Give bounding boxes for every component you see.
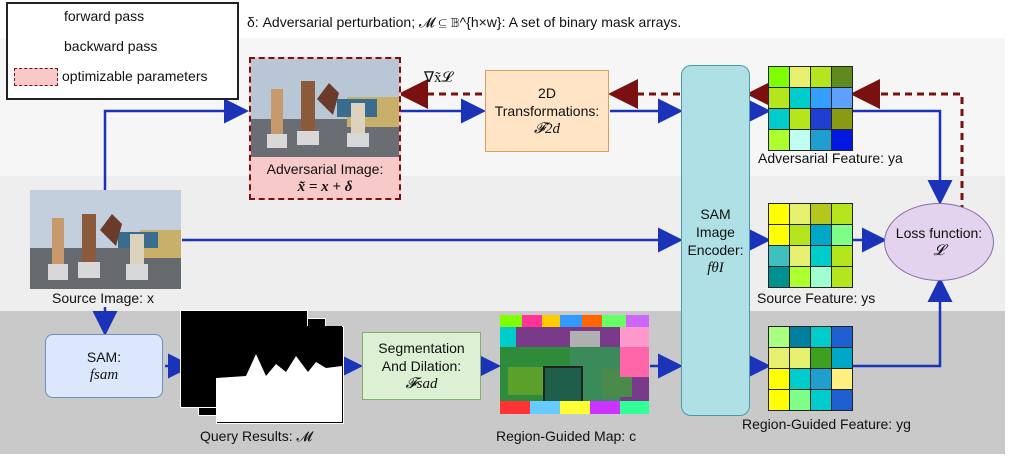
feature-cell: [832, 225, 852, 245]
feature-cell: [811, 369, 831, 389]
transformations-line1: 2D: [538, 85, 556, 101]
feature-cell: [769, 267, 789, 287]
feature-cell: [832, 67, 852, 87]
feature-cell: [832, 204, 852, 224]
header-note: δ: Adversarial perturbation; 𝓜 ⊆ 𝔹^{h×w}…: [247, 14, 682, 30]
feature-cell: [790, 327, 810, 347]
feature-cell: [790, 369, 810, 389]
adversarial-photo-art: [251, 59, 399, 157]
feature-cell: [769, 390, 789, 410]
legend-backward-label: backward pass: [64, 38, 158, 54]
segmentation-box: Segmentation And Dilation: 𝓕sad: [362, 332, 481, 400]
region-map-art: [500, 315, 649, 414]
feature-cell: [811, 267, 831, 287]
feature-cell: [811, 130, 831, 150]
adversarial-feature-grid: [768, 66, 853, 151]
encoder-symbol: fθI: [707, 259, 724, 276]
query-results-label: Query Results: 𝓜: [200, 428, 313, 444]
gradient-label: ∇x̃𝓛: [424, 70, 453, 86]
feature-cell: [832, 88, 852, 108]
feature-cell: [769, 348, 789, 368]
feature-cell: [790, 246, 810, 266]
feature-cell: [832, 130, 852, 150]
feature-cell: [811, 327, 831, 347]
feature-cell: [811, 225, 831, 245]
feature-cell: [769, 327, 789, 347]
feature-cell: [769, 130, 789, 150]
feature-cell: [790, 204, 810, 224]
legend-optimizable-label: optimizable parameters: [62, 68, 208, 84]
encoder-line3: Encoder:: [687, 241, 744, 258]
adversarial-feature-label: Adversarial Feature: ya: [758, 150, 903, 166]
region-guided-feature-grid: [768, 326, 853, 411]
feature-cell: [832, 390, 852, 410]
feature-cell: [811, 204, 831, 224]
segmentation-line1: Segmentation: [378, 340, 465, 356]
arrow-adv-feature-to-loss: [853, 109, 953, 205]
feature-cell: [769, 109, 789, 129]
region-guided-map-label: Region-Guided Map: c: [496, 428, 637, 444]
feature-cell: [790, 267, 810, 287]
transformations-box: 2D Transformations: 𝓕2d: [485, 70, 609, 152]
adversarial-image-formula: x̃ = x + δ: [297, 179, 353, 195]
feature-cell: [832, 246, 852, 266]
adversarial-image-caption: Adversarial Image: x̃ = x + δ: [251, 158, 399, 198]
arrow-source-to-adv: [103, 98, 249, 190]
source-image-label: Source Image: x: [52, 290, 154, 306]
segmentation-line2: And Dilation:: [381, 358, 462, 374]
feature-cell: [790, 109, 810, 129]
query-mask-foreground: [216, 326, 342, 422]
arrow-rg-feature-to-loss: [853, 277, 953, 368]
sam-image-encoder: SAM Image Encoder: fθI: [681, 65, 750, 416]
feature-cell: [769, 204, 789, 224]
adversarial-image: [251, 59, 399, 157]
adversarial-image-title: Adversarial Image:: [266, 161, 384, 177]
feature-cell: [769, 225, 789, 245]
feature-cell: [811, 67, 831, 87]
transformations-symbol: 𝓕2d: [533, 121, 561, 137]
loss-function-title: Loss function:: [895, 225, 983, 241]
source-image: [30, 190, 181, 289]
feature-cell: [769, 67, 789, 87]
feature-cell: [811, 348, 831, 368]
feature-cell: [769, 246, 789, 266]
legend-optimizable-swatch: [14, 68, 58, 86]
transformations-line2: Transformations:: [494, 103, 600, 119]
feature-cell: [811, 246, 831, 266]
feature-cell: [832, 348, 852, 368]
loss-function-ellipse: Loss function: 𝓛: [884, 203, 994, 281]
region-guided-map: [500, 315, 649, 414]
sam-box-symbol: fsam: [89, 367, 119, 383]
feature-cell: [790, 348, 810, 368]
feature-cell: [790, 67, 810, 87]
encoder-line1: SAM: [700, 205, 731, 222]
sam-box-title: SAM:: [86, 349, 122, 365]
feature-cell: [832, 267, 852, 287]
feature-cell: [811, 88, 831, 108]
feature-cell: [832, 327, 852, 347]
encoder-line2: Image: [696, 223, 735, 240]
feature-cell: [769, 88, 789, 108]
feature-cell: [811, 390, 831, 410]
source-feature-grid: [768, 203, 853, 288]
source-photo-art: [30, 190, 181, 289]
feature-cell: [832, 369, 852, 389]
source-feature-label: Source Feature: ys: [757, 290, 876, 306]
feature-cell: [811, 109, 831, 129]
loss-function-symbol: 𝓛: [933, 243, 945, 259]
legend-forward-label: forward pass: [64, 8, 145, 24]
feature-cell: [790, 130, 810, 150]
region-guided-feature-label: Region-Guided Feature: yg: [742, 416, 911, 432]
sam-box: SAM: fsam: [45, 334, 163, 398]
feature-cell: [790, 390, 810, 410]
feature-cell: [769, 369, 789, 389]
feature-cell: [790, 88, 810, 108]
feature-cell: [790, 225, 810, 245]
segmentation-symbol: 𝓕sad: [405, 376, 438, 392]
feature-cell: [832, 109, 852, 129]
